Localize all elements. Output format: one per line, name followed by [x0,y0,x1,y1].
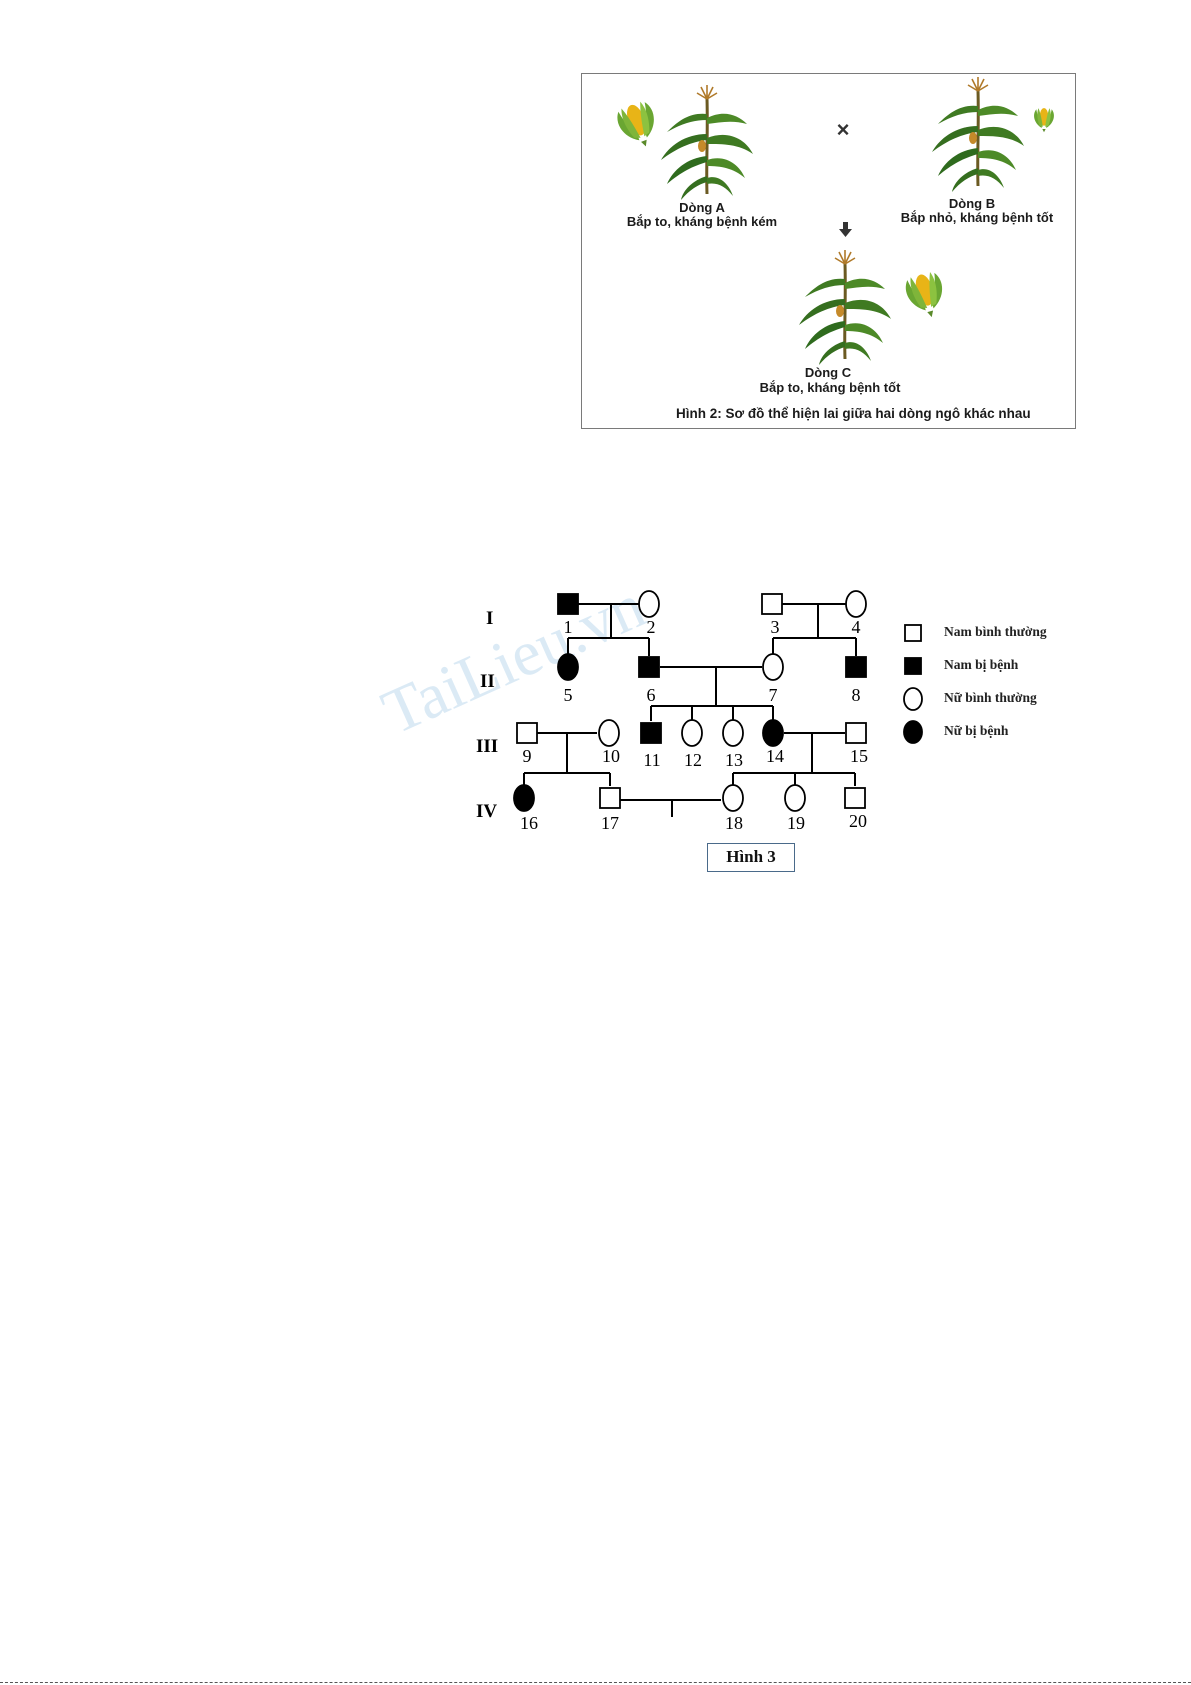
individual-6: 6 [639,657,659,705]
normal-male-symbol [600,788,620,808]
individual-10: 10 [599,720,620,766]
individual-17: 17 [600,788,620,833]
normal-male-symbol [517,723,537,743]
line-c-name: Dòng C [778,365,878,380]
individual-16: 16 [514,785,538,833]
normal-female-symbol [763,654,783,680]
watermark-logo: TaiLieu.vn [372,570,655,748]
down-arrow-icon [839,222,852,237]
generation-label-3: III [476,736,498,757]
affected-female-symbol [763,720,783,746]
affected-male-symbol [639,657,659,677]
normal-female-symbol [639,591,659,617]
generation-label-1: I [486,608,493,629]
normal-female-symbol [599,720,619,746]
cross-symbol: × [837,117,850,142]
individual-number: 4 [852,617,861,637]
individual-11: 11 [641,723,661,770]
individual-1: 1 [558,594,578,637]
normal-female-symbol [723,720,743,746]
individual-number: 19 [787,813,805,833]
normal-female-symbol [723,785,743,811]
pedigree-lines [524,604,856,817]
individual-number: 1 [564,617,573,637]
individual-number: 17 [601,813,619,833]
affected-male-symbol [558,594,578,614]
individual-15: 15 [846,723,868,766]
cob-large-c [903,270,949,322]
plant-line-b [932,77,1024,192]
individual-number: 5 [564,685,573,705]
individual-number: 16 [520,813,538,833]
generation-label-4: IV [476,801,497,822]
individual-2: 2 [639,591,659,637]
figure-2-caption: Hình 2: Sơ đồ thể hiện lai giữa hai dòng… [676,406,1031,421]
normal-male-symbol [845,788,865,808]
affected-male-symbol [641,723,661,743]
page-bottom-rule [0,1682,1191,1683]
line-b-description: Bắp nhỏ, kháng bệnh tốt [887,210,1067,225]
legend-affected-female-icon [904,721,922,743]
legend-label-affected-female: Nữ bị bệnh [944,723,1008,739]
individual-8: 8 [846,657,866,705]
individual-14: 14 [763,720,784,766]
line-c-description: Bắp to, kháng bệnh tốt [742,380,918,395]
individual-4: 4 [846,591,866,637]
individual-number: 18 [725,813,743,833]
cob-large-a [614,99,663,153]
normal-female-symbol [682,720,702,746]
plant-line-a [661,85,753,200]
individual-3: 3 [762,594,782,637]
individual-19: 19 [785,785,805,833]
legend-affected-male-icon [905,658,921,674]
legend-normal-female-icon [904,688,922,710]
individual-number: 20 [849,811,867,831]
legend-label-normal-male: Nam bình thường [944,624,1047,640]
legend-label-normal-female: Nữ bình thường [944,690,1037,706]
normal-female-symbol [785,785,805,811]
affected-female-symbol [558,654,578,680]
individual-number: 10 [602,746,620,766]
plant-line-c [799,250,891,365]
individual-number: 13 [725,750,743,770]
individual-number: 12 [684,750,702,770]
cob-small-b [1034,108,1054,132]
individual-12: 12 [682,720,702,770]
affected-male-symbol [846,657,866,677]
individual-number: 15 [850,746,868,766]
generation-label-2: II [480,671,495,692]
individual-number: 11 [643,750,660,770]
individual-20: 20 [845,788,867,831]
normal-male-symbol [762,594,782,614]
individual-9: 9 [517,723,537,766]
individual-7: 7 [763,654,783,705]
legend [904,625,922,743]
individual-number: 9 [523,746,532,766]
normal-female-symbol [846,591,866,617]
individual-number: 2 [647,617,656,637]
individual-number: 14 [766,746,784,766]
line-a-name: Dòng A [652,200,752,215]
figure-3-caption: Hình 3 [707,843,795,872]
affected-female-symbol [514,785,534,811]
individual-number: 6 [647,685,656,705]
individual-5: 5 [558,654,578,705]
individual-number: 8 [852,685,861,705]
legend-normal-male-icon [905,625,921,641]
individual-number: 7 [769,685,778,705]
line-a-description: Bắp to, kháng bệnh kém [604,214,800,229]
legend-label-affected-male: Nam bị bệnh [944,657,1018,673]
individual-number: 3 [771,617,780,637]
individual-18: 18 [723,785,743,833]
figure-2-cross-diagram: × Dòng A Bắp to, kháng bệnh kém Dòng B B… [581,73,1076,429]
normal-male-symbol [846,723,866,743]
individual-13: 13 [723,720,743,770]
line-b-name: Dòng B [922,196,1022,211]
